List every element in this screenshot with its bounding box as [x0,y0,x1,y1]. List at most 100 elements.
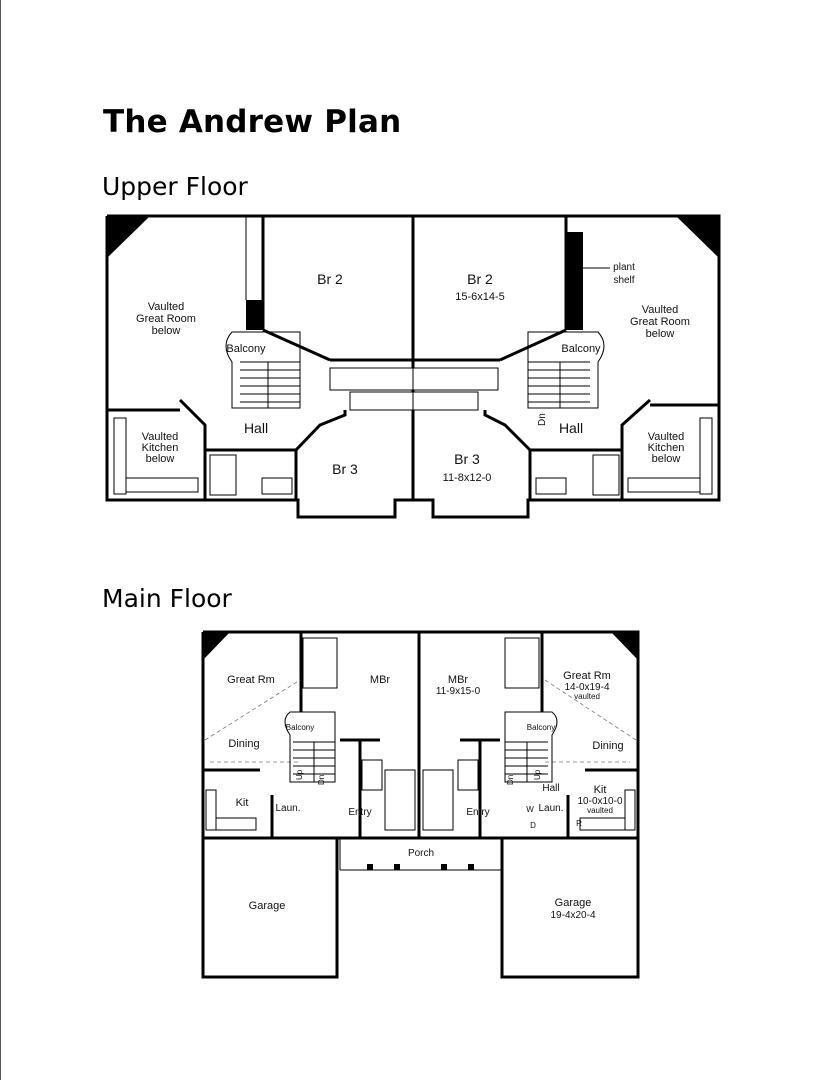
main-left-stairs [293,741,335,782]
main-left-counter-2 [215,817,257,831]
main-floor-heading: Main Floor [102,584,232,613]
upper-right-great-room-label-1: Vaulted [642,304,679,316]
main-right-stairs [505,741,548,782]
main-right-shower [457,759,479,791]
main-right-entry-label: Entry [466,807,489,818]
upper-left-br2-angle [262,328,331,362]
upper-left-counter-2 [125,477,199,493]
main-right-hall-label: Hall [542,783,559,794]
upper-left-balcony-label: Balcony [226,343,266,355]
main-left-corner-mark [203,632,230,660]
main-right-closet [504,637,540,689]
main-right-up-label: Up [533,769,542,780]
main-left-garage [201,838,339,979]
upper-left-bath-wall [178,398,207,500]
upper-right-br2-angle [499,328,567,362]
upper-left-kitchen-label-1: Vaulted [142,431,179,443]
upper-right-counter [699,417,713,495]
main-right-corner-mark [611,632,638,660]
upper-right-br3-label: Br 3 [454,451,480,467]
main-right-mbr-dim: 11-9x15-0 [436,686,481,697]
main-right-balcony [504,711,558,783]
main-right-garage-label: Garage [555,897,592,909]
page-title: The Andrew Plan [103,104,402,140]
main-right-bath [422,769,454,831]
upper-right-tub [592,454,620,496]
upper-left-counter [113,417,127,495]
main-left-balcony-label: Balcony [286,723,314,732]
upper-right-br2-dim: 15-6x14-5 [455,291,505,303]
main-right-kit-dim: 10-0x10-0 [577,796,622,807]
upper-right-hall-label: Hall [559,420,583,436]
main-right-mbr-label: MBr [448,674,469,686]
upper-left-closet-1 [329,367,414,391]
main-right-garage-dim: 19-4x20-4 [550,910,595,921]
upper-left-br2-label: Br 2 [317,271,343,287]
upper-left-vanity [261,477,293,495]
upper-right-kitchen-label-3: below [652,453,681,465]
upper-right-kitchen-label-2: Kitchen [648,442,685,454]
main-left-great-rm-label: Great Rm [227,674,275,686]
upper-right-br3-angle [483,410,532,452]
main-right-d-label: D [530,821,536,830]
main-right-counter-2 [579,817,626,831]
upper-left-closet-2 [349,391,414,411]
upper-left-hall-label: Hall [244,420,268,436]
main-left-mbr-label: MBr [370,674,391,686]
upper-floor-plan: Vaulted Great Room below Br 2 Balcony Ha… [105,214,721,519]
upper-floor-heading: Upper Floor [102,172,248,201]
upper-outer-wall [105,214,721,519]
main-left-entry-label: Entry [348,807,371,818]
page-edge [0,0,1,1080]
main-left-dining-label: Dining [228,738,259,750]
upper-right-corner-mark [676,216,719,258]
main-left-up-label: Up [295,769,304,780]
upper-right-closet-1 [412,367,499,391]
main-right-counter [624,789,636,831]
upper-left-column [246,300,263,330]
main-right-balcony-label: Balcony [527,723,555,732]
upper-right-br2-label: Br 2 [467,271,493,287]
main-right-kit-note: vaulted [587,806,613,815]
upper-right-dn-label: Dn [537,413,548,426]
upper-right-counter-2 [627,477,701,493]
upper-right-br3-dim: 11-8x12-0 [443,472,492,484]
main-right-great-rm-label: Great Rm [563,670,611,682]
plant-shelf-label-2: shelf [613,275,634,286]
main-left-garage-label: Garage [249,900,286,912]
main-right-w-label: W [526,805,534,814]
upper-left-br3-label: Br 3 [332,461,358,477]
upper-right-great-room-label-3: below [646,328,675,340]
upper-right-balcony-label: Balcony [561,343,601,355]
upper-left-great-room-label-2: Great Room [136,313,196,325]
main-right-r-label: R [576,819,582,828]
main-right-great-rm-note: vaulted [574,692,600,701]
upper-left-tub [209,454,237,496]
porch-posts [367,864,474,870]
main-right-garage [500,838,640,979]
porch-label: Porch [408,848,434,859]
upper-left-kitchen-label-3: below [146,453,175,465]
upper-left-corner-mark [107,216,150,258]
upper-right-kitchen-label-1: Vaulted [648,431,685,443]
main-left-shower [361,759,383,791]
upper-right-column [566,232,583,330]
main-left-kit-label: Kit [236,797,249,809]
upper-left-balcony [225,331,301,409]
main-floor-plan: Great Rm MBr Balcony Dining Up Dn Kit La… [201,630,640,979]
main-left-vault-line [204,679,301,741]
main-left-dn-label: Dn [317,775,326,785]
upper-right-balcony [527,331,605,409]
upper-left-br3-angle [294,410,347,452]
main-right-laun-label: Laun. [538,803,563,814]
main-right-dining-label: Dining [592,740,623,752]
upper-right-vanity [535,477,567,495]
main-left-bath [384,769,416,831]
upper-left-great-room-label-3: below [152,325,181,337]
main-right-great-rm-dim: 14-0x19-4 [564,682,609,693]
main-left-laun-label: Laun. [275,803,300,814]
upper-right-great-room-label-2: Great Room [630,316,690,328]
main-left-balcony [284,711,336,783]
main-left-closet [302,637,338,689]
